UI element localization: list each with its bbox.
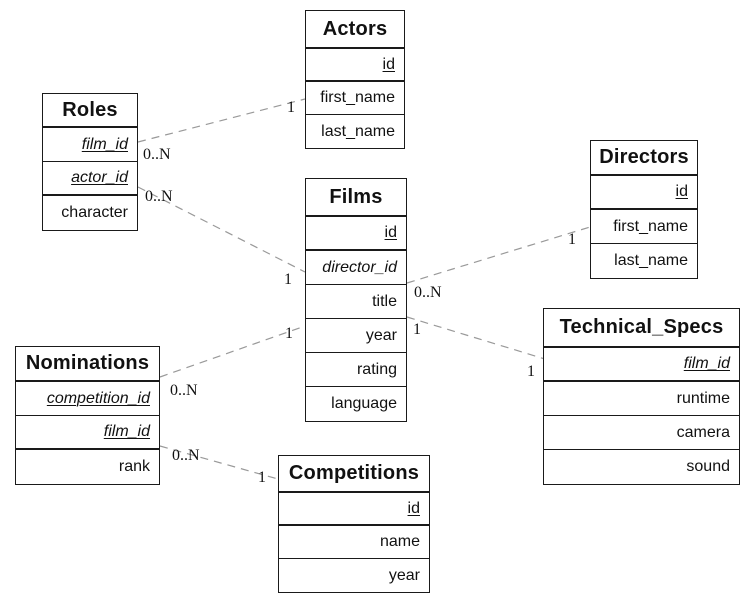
attribute-label: year bbox=[388, 566, 420, 584]
attribute-label: rank bbox=[118, 458, 150, 475]
attribute-row: character bbox=[43, 196, 137, 230]
attribute-label: name bbox=[379, 533, 420, 550]
attribute-label: director_id bbox=[322, 258, 397, 276]
attribute-row: first_name bbox=[306, 82, 404, 115]
entity-title: Directors bbox=[591, 141, 697, 176]
relationship-roles-actors bbox=[137, 98, 306, 143]
cardinality-label: 1 bbox=[284, 271, 292, 288]
entity-title: Films bbox=[306, 179, 406, 217]
entity-title: Actors bbox=[306, 11, 404, 49]
attribute-row: name bbox=[279, 526, 429, 559]
attribute-row: id bbox=[306, 217, 406, 251]
cardinality-label: 1 bbox=[527, 363, 535, 380]
attribute-label: language bbox=[331, 395, 397, 412]
attribute-label: last_name bbox=[614, 252, 688, 269]
cardinality-label: 0..N bbox=[172, 447, 200, 464]
attribute-row: director_id bbox=[306, 251, 406, 285]
attribute-row: sound bbox=[544, 450, 739, 484]
cardinality-label: 0..N bbox=[414, 284, 442, 301]
relationship-nominations-competitions bbox=[159, 445, 279, 480]
attribute-label: competition_id bbox=[46, 389, 150, 407]
entity-directors: Directors id first_name last_name bbox=[590, 140, 698, 279]
attribute-row: last_name bbox=[591, 244, 697, 278]
attribute-row: language bbox=[306, 387, 406, 421]
attribute-label: film_id bbox=[81, 135, 128, 153]
attribute-row: year bbox=[306, 319, 406, 353]
attribute-label: camera bbox=[676, 423, 730, 441]
attribute-row: last_name bbox=[306, 115, 404, 148]
attribute-label: first_name bbox=[320, 89, 395, 106]
attribute-label: first_name bbox=[613, 217, 688, 235]
entity-actors: Actors id first_name last_name bbox=[305, 10, 405, 149]
cardinality-label: 1 bbox=[413, 321, 421, 338]
relationship-nominations-films bbox=[159, 325, 306, 378]
attribute-label: rating bbox=[356, 360, 397, 378]
attribute-row: rank bbox=[16, 450, 159, 484]
attribute-row: actor_id bbox=[43, 162, 137, 196]
attribute-row: id bbox=[306, 49, 404, 82]
attribute-row: year bbox=[279, 559, 429, 592]
attribute-row: title bbox=[306, 285, 406, 319]
attribute-label: film_id bbox=[683, 355, 730, 372]
entity-competitions: Competitions id name year bbox=[278, 455, 430, 593]
entity-title: Technical_Specs bbox=[544, 309, 739, 348]
attribute-row: camera bbox=[544, 416, 739, 450]
cardinality-label: 1 bbox=[568, 231, 576, 248]
cardinality-label: 0..N bbox=[143, 146, 171, 163]
relationship-films-technical_specs bbox=[406, 316, 546, 360]
entity-title: Roles bbox=[43, 94, 137, 128]
attribute-label: year bbox=[365, 326, 397, 344]
entity-roles: Roles film_id actor_id character bbox=[42, 93, 138, 231]
attribute-row: competition_id bbox=[16, 382, 159, 416]
attribute-label: runtime bbox=[676, 389, 730, 407]
attribute-row: film_id bbox=[43, 128, 137, 162]
attribute-row: film_id bbox=[16, 416, 159, 450]
attribute-label: title bbox=[372, 292, 397, 310]
attribute-label: sound bbox=[686, 458, 730, 475]
cardinality-label: 1 bbox=[258, 469, 266, 486]
cardinality-label: 1 bbox=[287, 99, 295, 116]
cardinality-label: 0..N bbox=[145, 188, 173, 205]
attribute-label: id bbox=[675, 183, 688, 200]
entity-title: Competitions bbox=[279, 456, 429, 493]
attribute-row: rating bbox=[306, 353, 406, 387]
attribute-row: first_name bbox=[591, 210, 697, 244]
attribute-label: last_name bbox=[321, 122, 395, 140]
attribute-row: runtime bbox=[544, 382, 739, 416]
attribute-label: character bbox=[61, 204, 128, 221]
relationship-roles-films bbox=[137, 186, 306, 273]
attribute-label: actor_id bbox=[71, 169, 128, 186]
attribute-label: film_id bbox=[103, 423, 150, 440]
attribute-row: id bbox=[279, 493, 429, 526]
entity-title: Nominations bbox=[16, 347, 159, 382]
cardinality-label: 1 bbox=[285, 325, 293, 342]
attribute-row: id bbox=[591, 176, 697, 210]
attribute-label: id bbox=[382, 55, 395, 73]
attribute-label: id bbox=[384, 224, 397, 241]
cardinality-label: 0..N bbox=[170, 382, 198, 399]
attribute-row: film_id bbox=[544, 348, 739, 382]
relationship-films-directors bbox=[406, 226, 591, 284]
attribute-label: id bbox=[407, 499, 420, 517]
